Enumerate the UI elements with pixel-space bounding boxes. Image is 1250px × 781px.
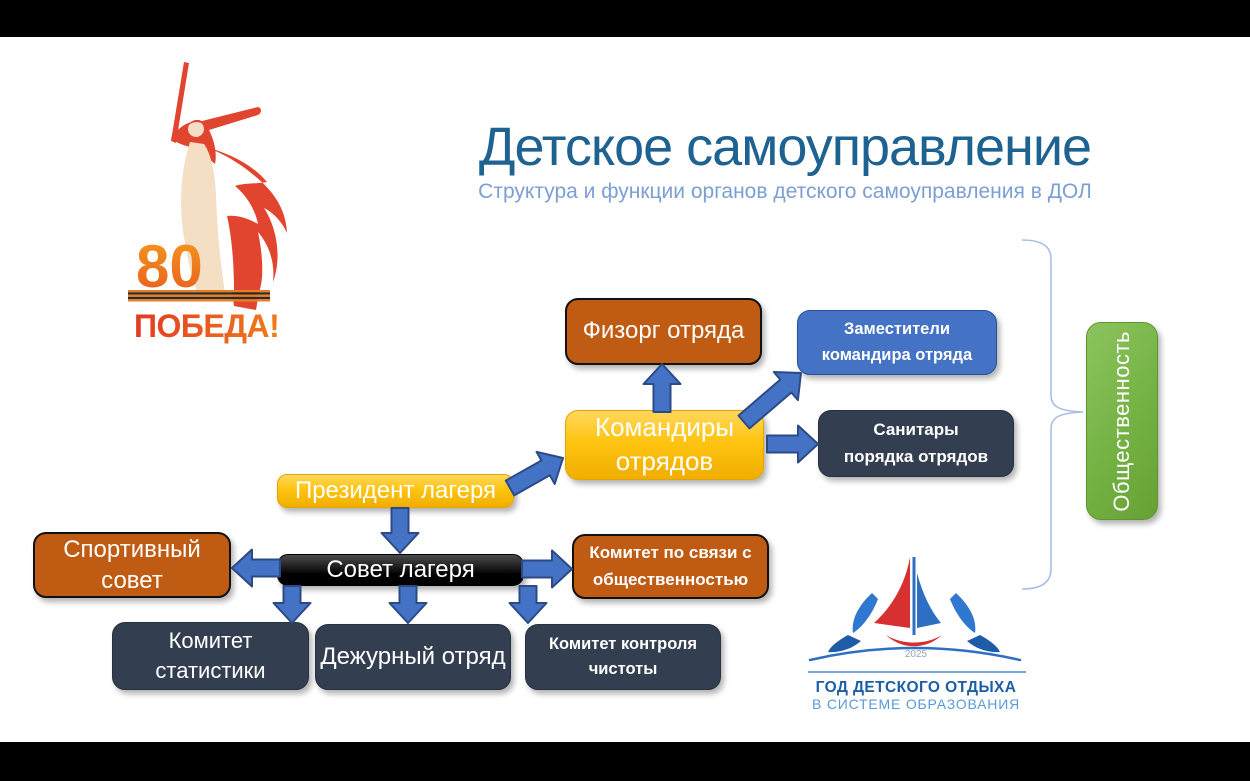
node-sovet: Совет лагеря <box>277 554 524 586</box>
arrow-sovet-statistika <box>272 585 312 624</box>
node-prezident: Президент лагеря <box>277 474 514 508</box>
node-fizorg-label: Физорг отряда <box>582 317 745 345</box>
slide-title: Детское самоуправление <box>478 117 1092 177</box>
node-zamestiteli-label: Заместители командира отряда <box>821 319 973 364</box>
node-svyaz: Комитет по связи с общественностью <box>572 534 769 599</box>
node-statistika-label: Комитет статистики <box>155 628 266 683</box>
arrow-sovet-chistota <box>508 585 548 624</box>
node-komandiry: Командиры отрядов <box>565 410 764 480</box>
arrow-komandiry-sanitary <box>766 424 819 464</box>
title-block: Детское самоуправление Структура и функц… <box>390 119 1180 204</box>
slide-canvas: Детское самоуправление Структура и функц… <box>0 37 1250 742</box>
node-komandiry-label: Командиры отрядов <box>594 412 735 476</box>
arrow-sovet-dezhurny <box>388 585 428 624</box>
node-obshchestvennost: Общественность <box>1086 322 1158 520</box>
brace-public-icon <box>1021 239 1084 590</box>
arrow-sovet-sport <box>231 548 281 588</box>
node-fizorg: Физорг отряда <box>565 298 762 365</box>
node-zamestiteli: Заместители командира отряда <box>797 310 997 375</box>
arrow-komandiry-fizorg <box>642 363 682 413</box>
node-sovet-label: Совет лагеря <box>326 555 475 583</box>
sailboat-icon <box>808 557 1022 662</box>
motherland-calls-statue-icon <box>171 62 287 310</box>
georgian-ribbon-icon <box>128 290 270 302</box>
arrow-sovet-svyaz <box>521 549 573 589</box>
node-statistika: Комитет статистики <box>112 622 309 690</box>
victory-word: ПОБЕДА! <box>134 308 279 344</box>
victory-80-logo: 80 ПОБЕДА! <box>128 62 287 344</box>
slide-subtitle: Структура и функции органов детского сам… <box>478 179 1092 203</box>
node-sport-label: Спортивный совет <box>63 535 201 594</box>
year-2025-logo: 2025 ГОД ДЕТСКОГО ОТДЫХА В СИСТЕМЕ ОБРАЗ… <box>808 557 1026 712</box>
node-obshchestvennost-label: Общественность <box>1109 330 1135 512</box>
victory-number: 80 <box>136 233 203 300</box>
node-chistota: Комитет контроля чистоты <box>525 624 721 690</box>
letterbox-bar-top <box>0 0 1250 37</box>
node-sport: Спортивный совет <box>33 532 231 598</box>
node-sanitary-label: Санитары порядка отрядов <box>843 420 989 466</box>
letterbox-bar-bottom <box>0 742 1250 781</box>
node-prezident-label: Президент лагеря <box>294 476 497 504</box>
node-dezhurny: Дежурный отряд <box>315 624 511 690</box>
year-logo-year: 2025 <box>905 649 928 660</box>
node-svyaz-label: Комитет по связи с общественностью <box>589 543 752 589</box>
node-chistota-label: Комитет контроля чистоты <box>548 635 697 678</box>
node-sanitary: Санитары порядка отрядов <box>818 410 1014 477</box>
arrow-prezident-komandiry <box>504 450 564 497</box>
year-logo-line1: ГОД ДЕТСКОГО ОТДЫХА <box>816 679 1017 696</box>
node-dezhurny-label: Дежурный отряд <box>320 642 506 670</box>
arrow-prezident-sovet <box>380 507 420 554</box>
year-logo-line2: В СИСТЕМЕ ОБРАЗОВАНИЯ <box>812 696 1020 712</box>
